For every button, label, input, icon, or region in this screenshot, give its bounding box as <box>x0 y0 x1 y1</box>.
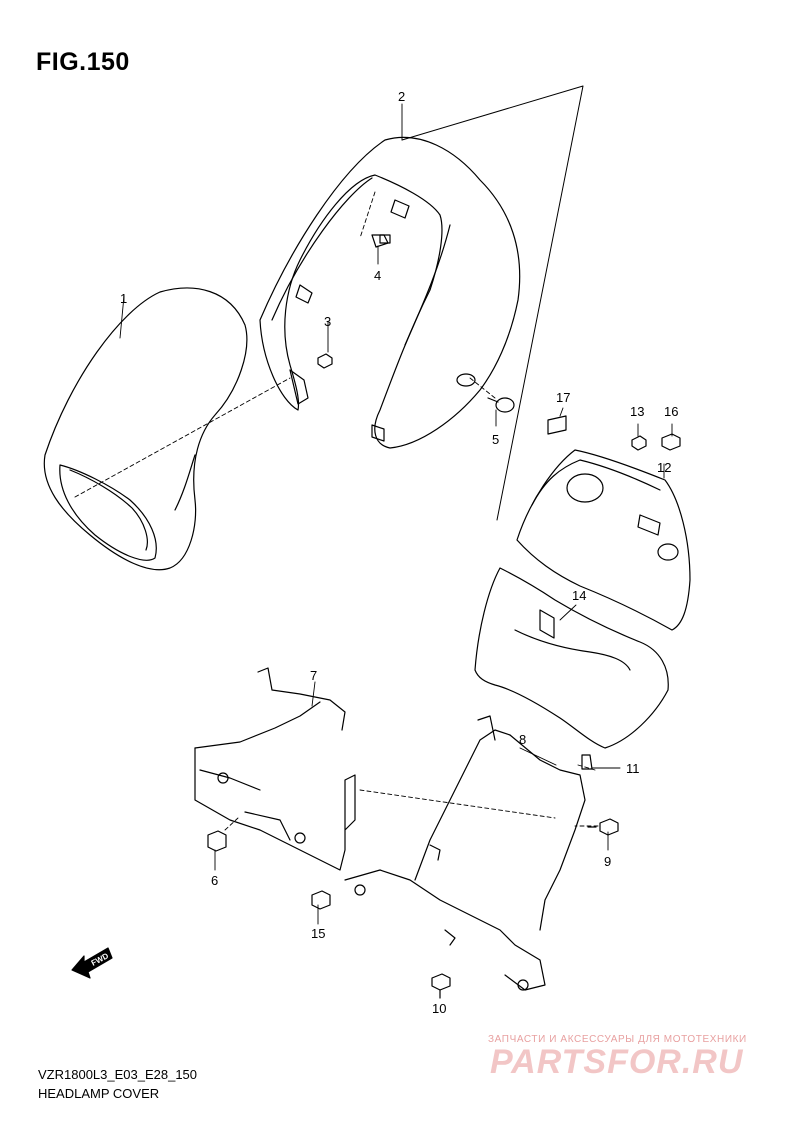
part-10-bolt <box>431 973 451 999</box>
part-14-lower-cover <box>474 567 669 749</box>
callout-1: 1 <box>120 291 127 306</box>
part-15-collar <box>311 890 331 910</box>
part-6-nut <box>207 830 227 852</box>
section-name: HEADLAMP COVER <box>38 1086 160 1101</box>
callout-9: 9 <box>604 854 611 869</box>
part-9-bolt <box>587 818 619 836</box>
callout-7: 7 <box>310 668 317 683</box>
part-3-screw <box>317 353 333 369</box>
part-12-inner-panel <box>516 449 691 631</box>
callout-15: 15 <box>311 926 325 941</box>
callout-10: 10 <box>432 1001 446 1016</box>
assembly-dashed-lines <box>74 191 599 831</box>
part-8-right-bracket <box>344 715 586 991</box>
part-7-left-bracket <box>194 667 356 871</box>
part-1-headlamp-rim <box>43 287 248 571</box>
watermark-tagline: ЗАПЧАСТИ И АКСЕССУАРЫ ДЛЯ МОТОТЕХНИКИ <box>488 1034 747 1045</box>
callout-14: 14 <box>572 588 586 603</box>
callout-8: 8 <box>519 732 526 747</box>
callout-16: 16 <box>664 404 678 419</box>
part-13-clip <box>631 435 647 451</box>
fwd-direction-arrow <box>71 947 113 979</box>
part-2-headlamp-housing <box>259 85 584 521</box>
callout-4: 4 <box>374 268 381 283</box>
part-5-grommet <box>487 397 515 413</box>
callout-2: 2 <box>398 89 405 104</box>
watermark-brand: PARTSFOR.RU <box>490 1043 744 1081</box>
callout-5: 5 <box>492 432 499 447</box>
model-code: VZR1800L3_E03_E28_150 <box>38 1067 198 1082</box>
part-11-pin <box>581 754 593 770</box>
callout-12: 12 <box>657 460 671 475</box>
callout-3: 3 <box>324 314 331 329</box>
callout-6: 6 <box>211 873 218 888</box>
callout-11: 11 <box>626 761 640 776</box>
part-17-pad <box>547 415 567 435</box>
part-16-nut <box>661 433 681 451</box>
callout-labels: 2 1 3 4 5 6 7 8 9 10 11 12 13 14 15 16 1… <box>120 89 678 1016</box>
callout-17: 17 <box>556 390 570 405</box>
figure-title: FIG.150 <box>36 48 130 76</box>
callout-13: 13 <box>630 404 644 419</box>
leader-lines <box>119 103 673 999</box>
part-4-clip <box>371 234 389 248</box>
